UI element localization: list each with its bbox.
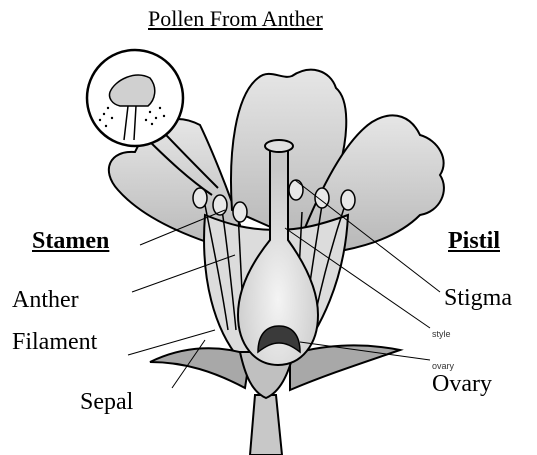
label-style: style: [432, 330, 451, 339]
label-ovary-small: ovary: [432, 362, 454, 371]
diagram-title: Pollen From Anther: [148, 8, 323, 30]
sepal-left: [150, 348, 250, 388]
stigma-tip: [265, 140, 293, 152]
label-stigma: Stigma: [444, 286, 512, 310]
label-ovary: Ovary: [432, 372, 492, 396]
label-sepal: Sepal: [80, 390, 133, 414]
label-pistil: Pistil: [448, 229, 500, 253]
label-filament: Filament: [12, 330, 97, 354]
stem: [250, 395, 282, 455]
label-stamen: Stamen: [32, 229, 109, 253]
label-anther: Anther: [12, 288, 79, 312]
